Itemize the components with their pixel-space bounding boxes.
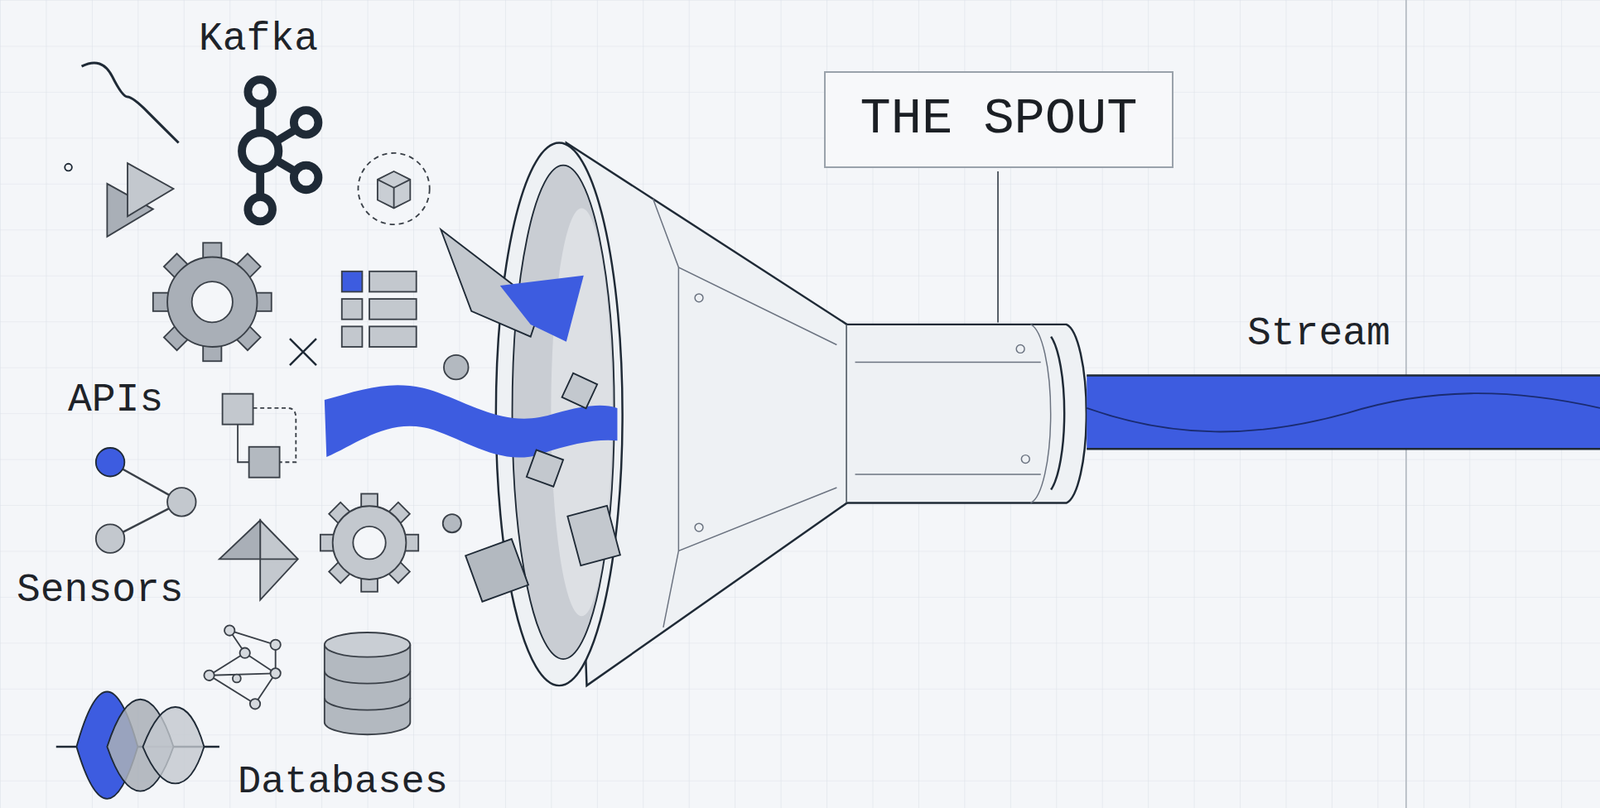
source-label: APIs (67, 379, 164, 421)
source-label: Stream (1247, 313, 1391, 355)
box-title: THE SPOUT (860, 91, 1138, 148)
source-label: Kafka (198, 18, 319, 60)
source-label: Databases (237, 761, 449, 803)
label-box: THE SPOUT (824, 71, 1174, 169)
source-label: Sensors (16, 569, 184, 612)
gear-icon (153, 242, 272, 362)
